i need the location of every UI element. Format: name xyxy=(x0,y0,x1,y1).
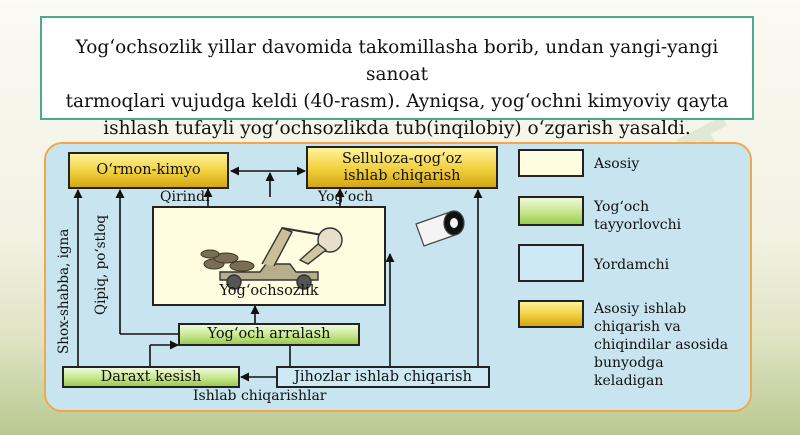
legend-swatch-tayyorlovchi xyxy=(518,196,584,226)
label-yogoch: Yog‘och xyxy=(318,189,374,205)
legend-chiqindi-line5: keladigan xyxy=(594,373,664,389)
box-yogochsozlik-label: Yog‘ochsozlik xyxy=(219,283,319,299)
caption-text-box: Yog‘ochsozlik yillar davomida takomillas… xyxy=(40,16,754,139)
box-yogoch-arralash: Yog‘och arralash xyxy=(178,323,360,346)
box-daraxt-kesish: Daraxt kesish xyxy=(62,366,240,388)
caption-line-1: Yog‘ochsozlik yillar davomida takomillas… xyxy=(75,37,719,85)
legend-swatch-asosiy xyxy=(518,149,584,177)
box-yogochsozlik: Yog‘ochsozlik xyxy=(152,206,386,306)
box-ormon-kimyo-label: O‘rmon-kimyo xyxy=(96,162,201,178)
machinery-illustration xyxy=(200,227,343,290)
label-shox-shabba: Shox-shabba, igna xyxy=(56,228,72,354)
caption-line-3: ishlash tufayli yog‘ochsozlikda tub(inqi… xyxy=(103,118,691,139)
caption-line-2: tarmoqlari vujudga keldi (40-rasm). Ayni… xyxy=(65,91,729,112)
legend-chiqindi-line2: chiqarish va xyxy=(594,319,681,335)
legend-chiqindi-line1: Asosiy ishlab xyxy=(594,301,687,317)
log-illustration xyxy=(415,210,465,247)
legend-chiqindi-line4: bunyodga xyxy=(594,355,664,371)
box-jihozlar: Jihozlar ishlab chiqarish xyxy=(276,366,490,388)
box-selluloza: Selluloza-qog‘oz ishlab chiqarish xyxy=(306,146,498,189)
legend-label-asosiy: Asosiy xyxy=(594,156,640,172)
box-daraxt-kesish-label: Daraxt kesish xyxy=(100,368,202,385)
legend-chiqindi-line3: chiqindilar asosida xyxy=(594,337,729,353)
label-ishlab-chiqarishlar: Ishlab chiqarishlar xyxy=(193,388,327,404)
box-jihozlar-label: Jihozlar ishlab chiqarish xyxy=(294,368,472,385)
box-yogoch-arralash-label: Yog‘och arralash xyxy=(207,326,331,342)
label-qipiq: Qipiq, po‘stloq xyxy=(93,214,109,315)
box-ormon-kimyo: O‘rmon-kimyo xyxy=(68,152,229,189)
legend-tayyorlovchi-line2: tayyorlovchi xyxy=(594,217,682,233)
box-selluloza-line1: Selluloza-qog‘oz xyxy=(342,150,462,167)
legend-label-chiqindi: Asosiy ishlab chiqarish va chiqindilar a… xyxy=(594,300,728,390)
label-qirindi: Qirindi xyxy=(160,189,210,205)
legend-swatch-chiqindi xyxy=(518,300,584,328)
legend-label-yordamchi: Yordamchi xyxy=(594,257,670,273)
box-selluloza-line2: ishlab chiqarish xyxy=(343,167,461,184)
legend-tayyorlovchi-line1: Yog‘och xyxy=(594,199,650,215)
legend-label-tayyorlovchi: Yog‘och tayyorlovchi xyxy=(594,198,681,234)
legend-swatch-yordamchi xyxy=(518,244,584,282)
